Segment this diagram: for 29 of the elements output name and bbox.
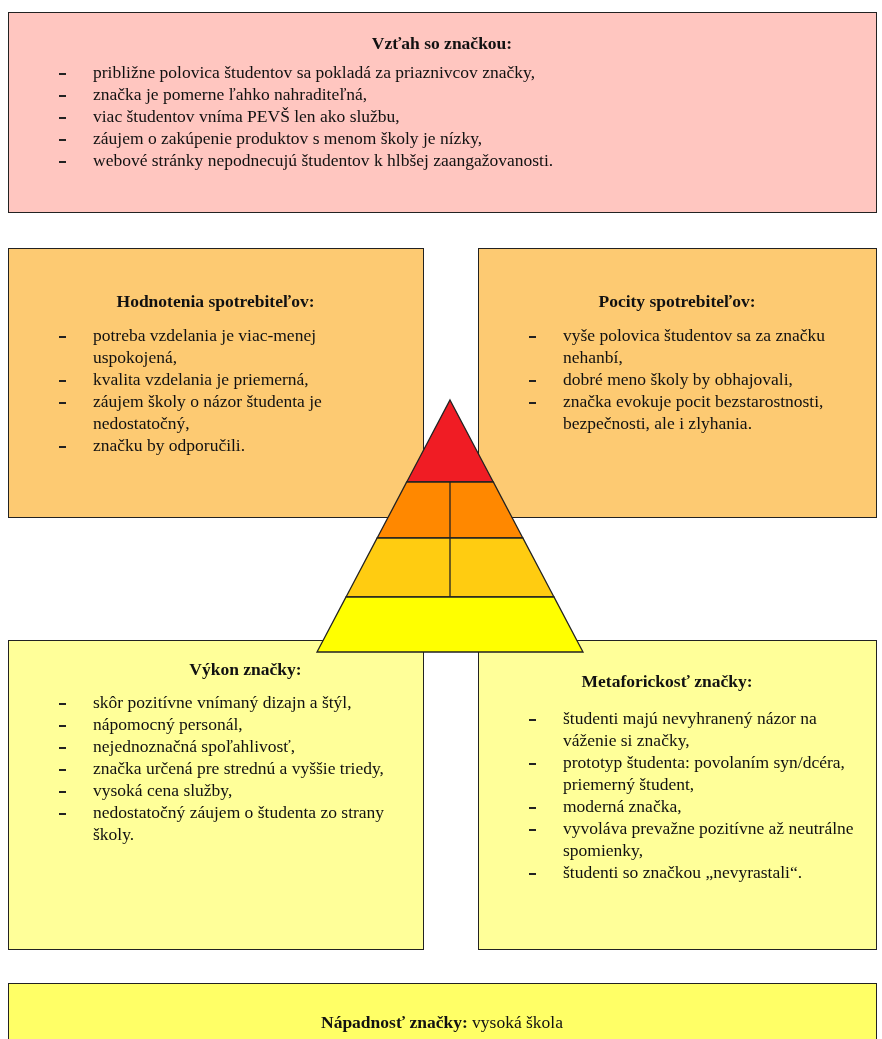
bullet-item: záujem o zakúpenie produktov s menom školy je nízky, — [93, 127, 484, 149]
box-heading: Metaforickosť značky: — [580, 671, 754, 692]
bullet-item: značka evokuje pocit bezstarostnosti, bezpečnosti, ale i zlyhania. — [563, 390, 825, 434]
bullet-item: nejednoznačná spoľahlivosť, — [93, 735, 297, 757]
bullet-item: vysoká cena služby, — [93, 779, 234, 801]
text-box — [478, 248, 877, 518]
bullet-item: značka je pomerne ľahko nahraditeľná, — [93, 83, 369, 105]
bullet-item: kvalita vzdelania je priemerná, — [93, 368, 310, 390]
bullet-item: nedostatočný záujem o študenta zo strany školy. — [93, 801, 386, 845]
text-box — [8, 983, 877, 1039]
text-box — [8, 640, 424, 950]
text-box — [478, 640, 877, 950]
bullet-item: značku by odporučili. — [93, 434, 247, 456]
box-heading: Výkon značky: — [188, 659, 303, 680]
text-box — [8, 12, 877, 213]
bullet-item: dobré meno školy by obhajovali, — [563, 368, 794, 390]
box-heading: Pocity spotrebiteľov: — [597, 291, 757, 312]
box-heading: Hodnotenia spotrebiteľov: — [115, 291, 316, 312]
bullet-item: viac študentov vníma PEVŠ len ako službu, — [93, 105, 401, 127]
box-heading: Vzťah so značkou: — [370, 33, 514, 54]
text-box — [8, 248, 424, 518]
bullet-item: značka určená pre strednú a vyššie triedy, — [93, 757, 385, 779]
bullet-item: webové stránky nepodnecujú študentov k hlbšej zaangažovanosti. — [93, 149, 555, 171]
bullet-item: skôr pozitívne vnímaný dizajn a štýl, — [93, 691, 353, 713]
bullet-item: nápomocný personál, — [93, 713, 244, 735]
bullet-item: moderná značka, — [563, 795, 683, 817]
bullet-item: približne polovica študentov sa pokladá za priaznivcov značky, — [93, 61, 537, 83]
box-text: Nápadnosť značky: vysoká škola — [320, 1012, 564, 1033]
bullet-item: študenti so značkou „nevyrastali“. — [563, 861, 804, 883]
